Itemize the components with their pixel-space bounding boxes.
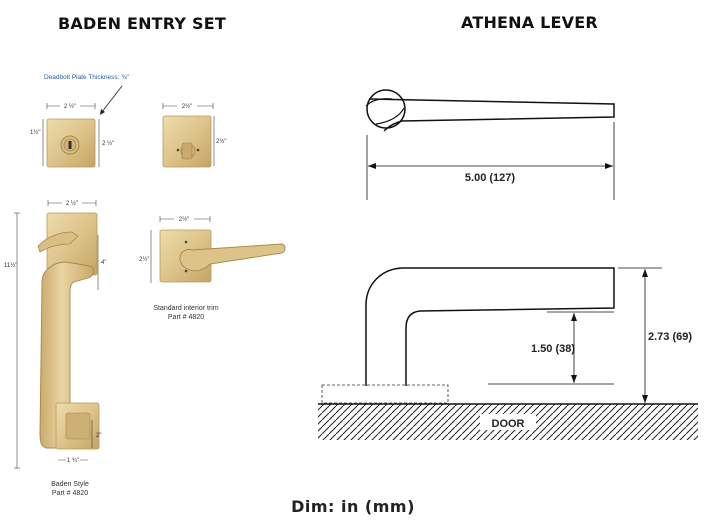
thumbturn-screw-l <box>176 148 180 152</box>
lever-neck-top <box>365 98 393 107</box>
interior-height-label: 2½" <box>139 256 149 263</box>
grip-caption-name: Baden Style <box>51 481 89 488</box>
door-label-bg <box>480 414 536 430</box>
grip-handle-group: 2 ½" 11½" 4" 2" 1 ¾" Baden Style Part # … <box>4 199 106 497</box>
lever-side-view: DOOR 1.50 (38) 2.73 (69) <box>318 267 698 450</box>
length-arrow-right <box>605 163 613 169</box>
interior-screw-top <box>184 240 188 244</box>
keyway <box>68 141 72 149</box>
interior-trim-group: 2½" 2½" Standard interior trim Part # 48… <box>139 215 286 321</box>
thumbturn-height-label: 2½" <box>216 138 226 145</box>
deadbolt-width-label: 2 ½" <box>64 103 76 110</box>
deadbolt-center-label: 1½" <box>30 129 40 136</box>
grip-caption-part: Part # 4820 <box>52 490 88 497</box>
offset-arrow-bottom <box>571 375 577 383</box>
interior-width-label: 2½" <box>179 216 189 223</box>
athena-lever-heading: ATHENA LEVER <box>461 13 598 32</box>
grip-width-bg <box>62 199 82 207</box>
interior-screw-bottom <box>184 269 188 273</box>
lever-neck-bottom <box>375 107 405 125</box>
length-arrow-left <box>368 163 376 169</box>
projection-arrow-top <box>642 269 648 277</box>
grip-width-label: 2 ½" <box>66 200 78 207</box>
lever-projection-label: 2.73 (69) <box>648 331 692 343</box>
offset-arrow-top <box>571 313 577 321</box>
interior-width-bg <box>174 215 194 223</box>
grip-handle-body <box>39 261 95 449</box>
thumbturn-width-label: 2½" <box>182 103 192 110</box>
deadbolt-width-bg <box>60 102 80 110</box>
baden-entry-set-heading: BADEN ENTRY SET <box>58 14 226 33</box>
thumbturn-plate <box>162 115 212 168</box>
lever-length-label: 5.00 (127) <box>465 172 515 184</box>
deadbolt-height-label: 2 ½" <box>102 140 114 147</box>
door-hatching-mask <box>318 440 698 450</box>
lever-blade-top <box>369 98 615 132</box>
interior-caption-part: Part # 4820 <box>168 314 204 321</box>
lever-side-profile <box>365 267 615 386</box>
thumbturn-screw-r <box>196 148 200 152</box>
note-arrow <box>101 85 123 113</box>
projection-arrow-bottom <box>642 395 648 403</box>
note-arrowhead <box>100 109 105 115</box>
dimension-units-footer: Dim: in (mm) <box>291 497 415 516</box>
thumbturn-width-bg <box>177 102 197 110</box>
lever-offset-label: 1.50 (38) <box>531 343 575 355</box>
door-label: DOOR <box>492 418 525 430</box>
thumb-piece <box>37 231 79 253</box>
grip-lever-center-label: 4" <box>101 260 106 266</box>
grip-bottom-label: 2" <box>96 433 101 439</box>
grip-bottom-boss <box>65 412 91 440</box>
rose-outline <box>366 89 406 129</box>
deadbolt-thickness-note: Deadbolt Plate Thickness: ⅜" <box>44 74 130 81</box>
thumbturn-knob <box>181 142 193 160</box>
thumbturn-group: 2½" 2½" <box>162 102 226 168</box>
lever-top-view: 5.00 (127) <box>365 89 615 200</box>
deadbolt-group: Deadbolt Plate Thickness: ⅜" 2 ½" 1½" 2 … <box>30 74 130 168</box>
grip-bottom-width-bg <box>66 456 80 464</box>
escutcheon-outline <box>321 384 449 404</box>
grip-bottom-width-label: 1 ¾" <box>67 458 79 464</box>
interior-caption-name: Standard interior trim <box>153 305 219 312</box>
grip-height-label: 11½" <box>4 262 17 269</box>
interior-lever <box>179 243 286 272</box>
